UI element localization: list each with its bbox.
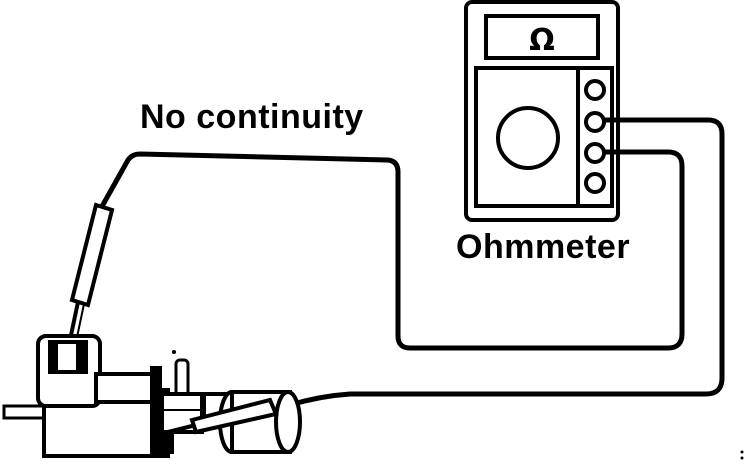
- meter-terminal: [584, 172, 606, 194]
- test-lead-lower: [289, 117, 725, 408]
- ohmmeter-icon: Ω: [464, 0, 620, 222]
- continuity-result-label: No continuity: [140, 98, 364, 136]
- test-probe-icon: [68, 202, 115, 343]
- meter-display: [484, 14, 600, 60]
- test-lead-upper: [97, 149, 685, 351]
- meter-dial: [496, 106, 560, 170]
- meter-display-symbol: Ω: [529, 23, 555, 58]
- meter-terminal: [584, 142, 606, 164]
- test-probe-icon: [159, 397, 279, 436]
- meter-terminal: [584, 79, 606, 101]
- meter-terminal: [584, 111, 606, 133]
- ohmmeter-label: Ohmmeter: [456, 228, 631, 266]
- component-icon: [2, 334, 204, 458]
